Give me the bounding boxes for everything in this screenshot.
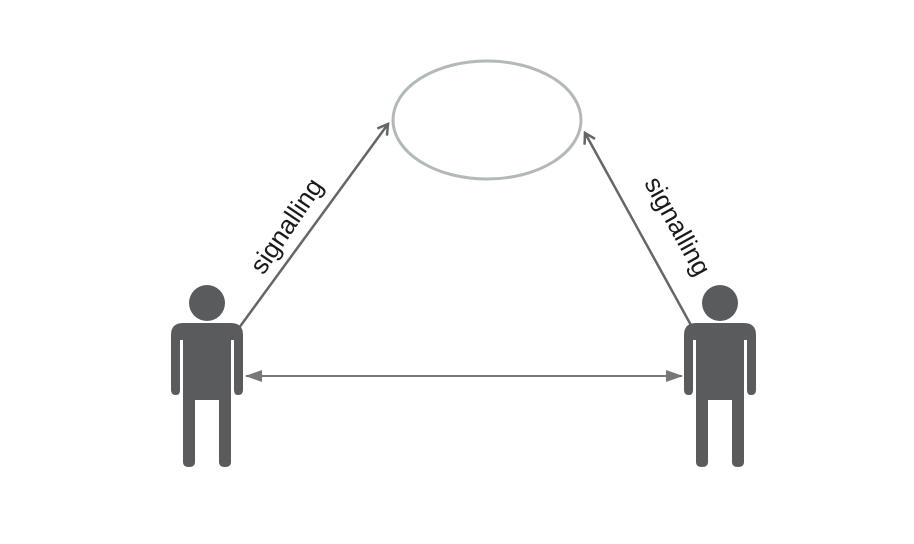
- right-signalling-edge: [585, 133, 694, 328]
- server-ellipse: [391, 59, 583, 181]
- left-signalling-edge: [234, 124, 388, 333]
- person-right-icon: [684, 285, 756, 467]
- right-signalling-label: signalling: [638, 171, 717, 280]
- person-left-icon: [171, 285, 243, 467]
